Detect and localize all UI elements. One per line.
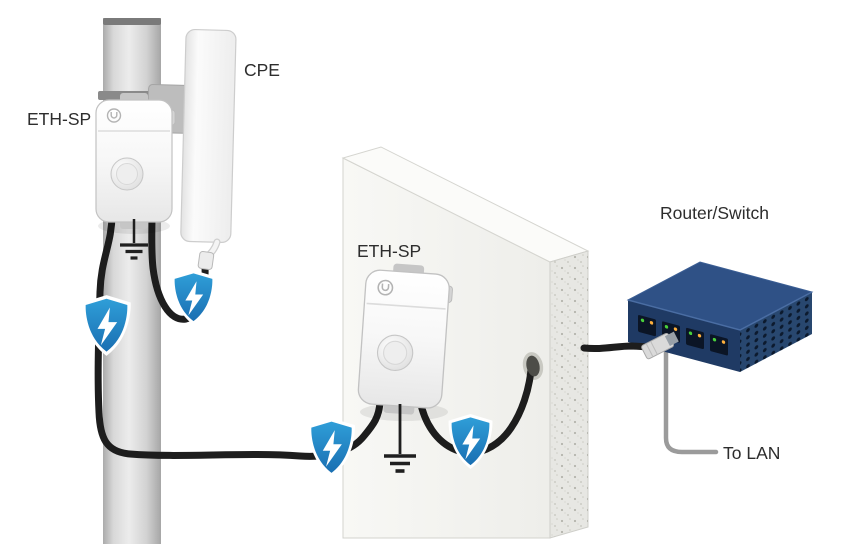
label-eth-sp-pole: ETH-SP bbox=[27, 109, 91, 129]
label-router-switch: Router/Switch bbox=[660, 203, 769, 223]
router-edge-highlight bbox=[627, 291, 813, 331]
led-amber bbox=[673, 327, 678, 331]
led-green bbox=[664, 325, 669, 329]
wall-hole bbox=[526, 355, 540, 377]
led-amber bbox=[721, 340, 726, 344]
led-amber bbox=[697, 333, 702, 338]
led-green bbox=[640, 318, 645, 323]
pole-cap bbox=[103, 18, 161, 25]
label-cpe: CPE bbox=[244, 60, 280, 80]
ground-symbol-pole bbox=[120, 219, 148, 260]
label-eth-sp-wall: ETH-SP bbox=[357, 241, 421, 261]
router-switch-device bbox=[626, 261, 814, 372]
cable-router-to-lan bbox=[663, 339, 719, 455]
router-vent-grid bbox=[740, 292, 812, 372]
rj45-connector bbox=[641, 331, 679, 360]
wall-side-texture bbox=[550, 251, 588, 538]
led-green bbox=[712, 337, 717, 342]
label-to-lan: To LAN bbox=[723, 443, 780, 463]
led-green bbox=[688, 331, 693, 336]
ground-symbol-wall bbox=[384, 404, 416, 473]
cable-wall-to-router bbox=[580, 342, 653, 353]
router-front-face bbox=[628, 300, 740, 372]
ethernet-ports bbox=[638, 315, 728, 356]
cpe-device bbox=[180, 28, 237, 243]
eth-sp-device-pole bbox=[95, 92, 176, 230]
cpe-cable-connector bbox=[197, 250, 215, 270]
eth-sp-device-wall bbox=[356, 260, 455, 418]
led-amber bbox=[649, 321, 654, 325]
cable-pole-ethsp-to-wall-ethsp bbox=[94, 210, 384, 460]
